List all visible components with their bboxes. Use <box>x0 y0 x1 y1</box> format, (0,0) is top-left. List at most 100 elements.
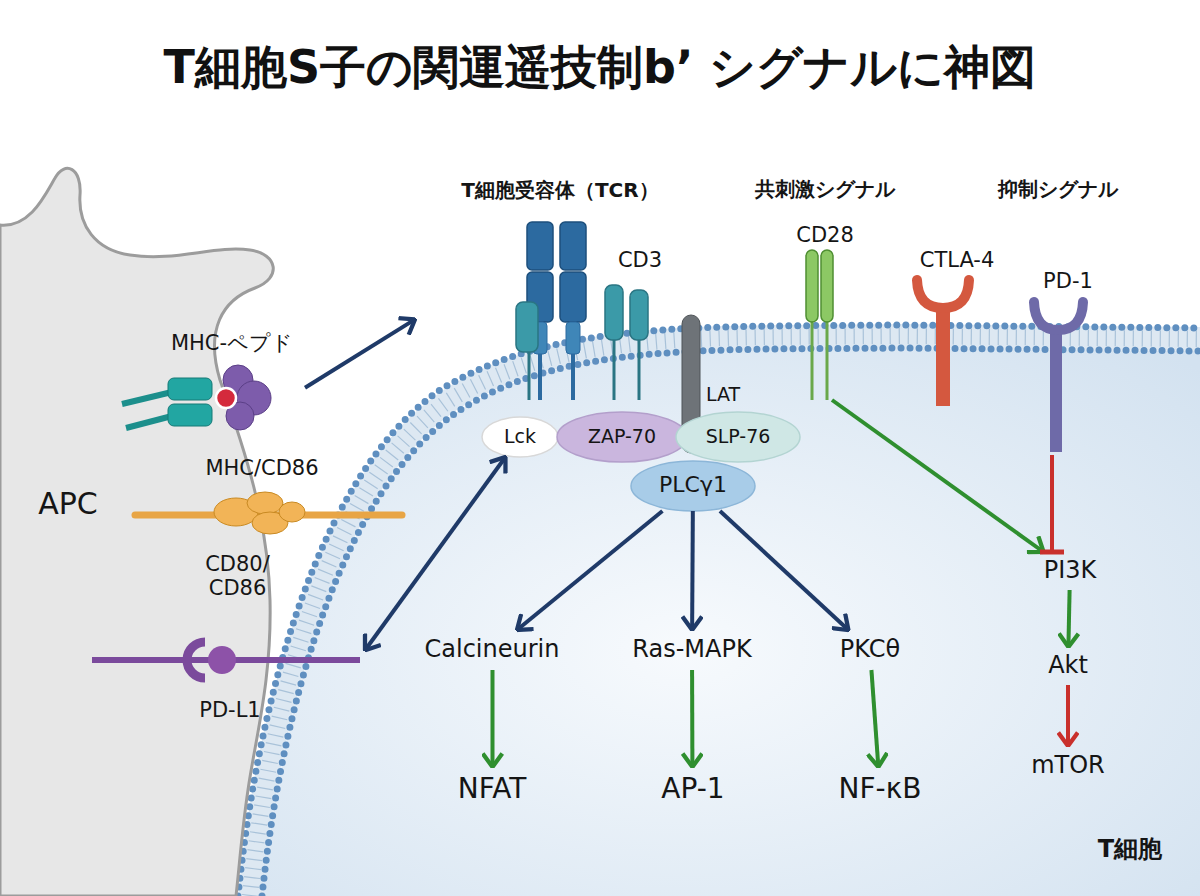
mhc-domain <box>168 378 212 400</box>
node-label: MHC/CD86 <box>167 457 357 481</box>
node-label: LAT <box>700 384 746 405</box>
node-label: Calcineurin <box>400 636 585 663</box>
shape-group <box>557 412 687 462</box>
ligand-lobe <box>279 502 305 522</box>
title: T細胞S子の関運遥技制bʼ シグナルに神図 <box>60 42 1140 94</box>
node-label: CD28 <box>778 224 873 248</box>
node-label: AP-1 <box>631 773 756 804</box>
mhc-peptide: MHC-ペプド <box>115 330 305 435</box>
cd3-chain <box>516 302 538 352</box>
pd-l1-ligand: PD-L1 <box>90 625 365 730</box>
costim-ligand: MHC/CD86CD80/ CD86 <box>130 455 405 605</box>
pathway-node: PI3K <box>1020 552 1120 590</box>
adaptor-ellipse: SLP-76 <box>676 412 800 462</box>
node-label: ZAP-70 <box>557 426 687 447</box>
ctla4-receptor: CTLA-4 <box>900 248 1015 408</box>
apc-membrane <box>0 168 273 896</box>
node-label: PI3K <box>1020 557 1120 584</box>
protein-ellipse <box>557 412 687 462</box>
signal-arrow <box>491 670 495 767</box>
protein-ellipse <box>482 417 558 457</box>
shape-group <box>1034 302 1083 452</box>
node-label: MHC-ペプド <box>147 332 317 356</box>
node-label: Ras-MAPK <box>612 636 772 663</box>
kinase-ellipse: ZAP-70 <box>557 412 687 462</box>
cd28-leg <box>826 320 829 400</box>
pd1-cup <box>1034 302 1083 330</box>
signal-arrow <box>690 670 694 767</box>
node-label: Lck <box>482 426 558 447</box>
enzyme-ellipse: PLCγ1 <box>631 461 755 511</box>
cd3-leg <box>638 338 641 400</box>
pd1-stem <box>1050 326 1062 452</box>
section-heading: 抑制シグナル <box>958 178 1158 200</box>
lipid-heads <box>238 325 1200 896</box>
node-shape <box>775 222 870 400</box>
signal-arrow <box>517 511 662 630</box>
mhc-stalk <box>122 392 172 404</box>
node-shape <box>1025 268 1115 455</box>
node-label: PD-1 <box>1023 270 1113 294</box>
shape-group <box>631 461 755 511</box>
signal-arrow <box>365 457 505 650</box>
ligand-cup <box>187 642 205 678</box>
node-label: mTOR <box>1010 752 1126 779</box>
signal-arrow <box>1068 590 1069 647</box>
signal-arrow <box>871 670 878 767</box>
ctla4-cup <box>917 280 969 308</box>
signal-arrow <box>1066 685 1070 746</box>
kinase-ellipse: Lck <box>482 417 558 457</box>
node-label: NF-κB <box>812 773 948 804</box>
pathway-node: Akt <box>1030 647 1106 685</box>
signal-arrow <box>720 511 848 630</box>
tcr-leg <box>571 352 575 400</box>
transcription-factor: NFAT <box>425 767 560 813</box>
cd3-leg <box>528 350 531 400</box>
node-label: PD-L1 <box>175 699 285 723</box>
shape-group <box>806 250 833 400</box>
pathway-node: Calcineurin <box>400 630 585 670</box>
node-label: PKCθ <box>815 636 925 663</box>
cd3-chain <box>605 285 623 340</box>
mhc-domain <box>168 404 212 426</box>
section-heading: 共刺激シグナル <box>710 178 940 200</box>
node-shape <box>0 170 300 896</box>
apc-cell: APCMHC-ペプドMHC/CD86CD80/ CD86PD-L1 <box>0 170 300 896</box>
node-label: T細胞 <box>1070 836 1190 863</box>
protein-ellipse <box>631 461 755 511</box>
mhc-stalk <box>126 416 172 428</box>
cd28-chain <box>806 250 818 322</box>
tcr-complex: T細胞受容体（TCR） CD3 <box>415 178 705 403</box>
signal-arrow <box>690 511 695 630</box>
pathway-node: PKCθ <box>815 630 925 670</box>
cd3-leg <box>613 338 616 400</box>
node-label: Akt <box>1030 652 1106 679</box>
pathway-node: Ras-MAPK <box>612 630 772 670</box>
pathway-node: mTOR <box>1010 746 1126 786</box>
tcr-chain <box>560 272 586 322</box>
node-label: PLCγ1 <box>631 473 755 498</box>
shape-group <box>0 168 273 896</box>
ligand-ball <box>208 646 236 674</box>
shape-group <box>917 280 969 406</box>
signal-arrow <box>832 400 1044 552</box>
node-label: NFAT <box>425 773 560 804</box>
shape-group <box>238 325 1200 896</box>
node-shape <box>415 178 705 403</box>
node-sublabel: CD80/ CD86 <box>190 553 285 600</box>
transcription-factor: NF-κB <box>812 767 948 813</box>
ctla4-stem <box>936 304 950 406</box>
pd1-receptor: PD-1 <box>1025 268 1115 455</box>
tcr-leg <box>538 352 542 400</box>
node-sublabel: CD3 <box>600 249 680 273</box>
protein-ellipse <box>676 412 800 462</box>
cd28-receptor: CD28 <box>775 222 870 400</box>
shape-group <box>482 417 558 457</box>
shape-group <box>676 412 800 462</box>
node-label: SLP-76 <box>676 426 800 447</box>
peptide <box>216 388 236 408</box>
node-label: APC <box>18 487 118 521</box>
ligand-lobe <box>247 492 283 514</box>
node-label: T細胞受容体（TCR） <box>415 179 705 201</box>
